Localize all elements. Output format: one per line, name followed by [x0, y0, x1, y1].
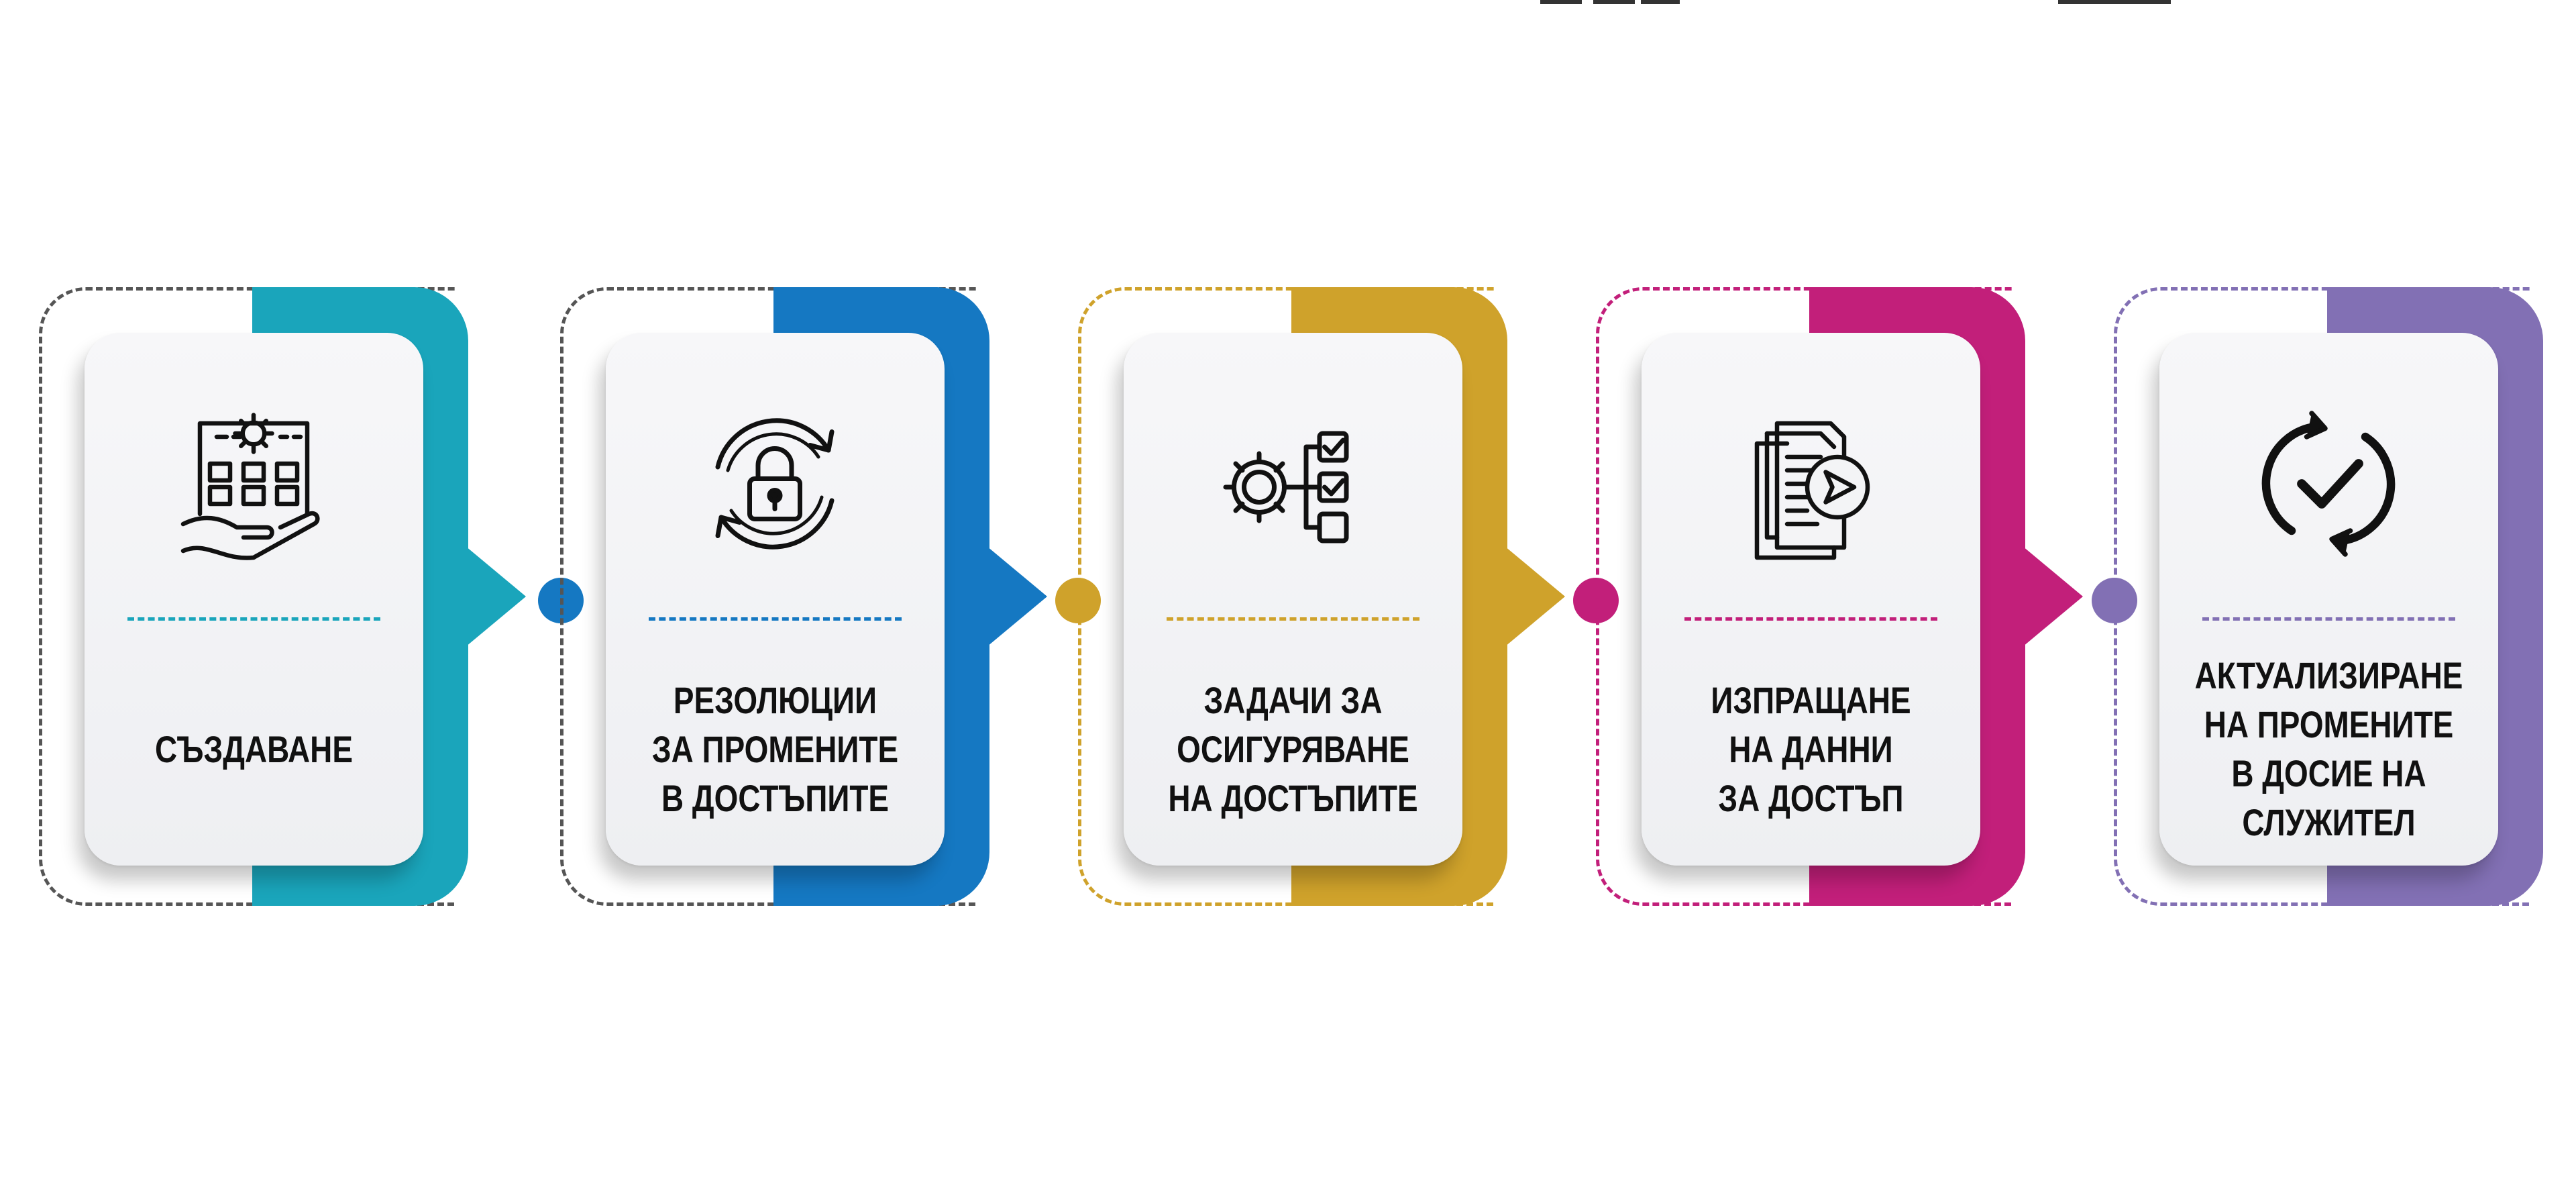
arrow-tip [2023, 546, 2083, 647]
step-label: РЕЗОЛЮЦИИ ЗА ПРОМЕНИТЕ В ДОСТЪПИТЕ [651, 678, 899, 819]
building-gear-hand-icon [170, 400, 337, 568]
dotted-frame [1078, 287, 1494, 906]
process-step-3: ЗАДАЧИ ЗА ОСИГУРЯВАНЕ НА ДОСТЪПИТЕ [1078, 287, 1588, 906]
divider-line [1684, 617, 1937, 621]
dotted-frame [39, 287, 455, 906]
top-edge-mark [1540, 0, 1582, 4]
process-step-4: ИЗПРАЩАНЕ НА ДАННИ ЗА ДОСТЪП [1596, 287, 2106, 906]
dotted-frame [560, 287, 976, 906]
step-label: ЗАДАЧИ ЗА ОСИГУРЯВАНЕ НА ДОСТЪПИТЕ [1168, 678, 1418, 819]
process-step-2: РЕЗОЛЮЦИИ ЗА ПРОМЕНИТЕ В ДОСТЪПИТЕ [560, 287, 1070, 906]
step-label: СЪЗДАВАНЕ [155, 727, 353, 770]
dotted-frame [2114, 287, 2530, 906]
top-edge-mark [1593, 0, 1635, 4]
lock-refresh-icon [691, 400, 859, 568]
step-label: ИЗПРАЩАНЕ НА ДАННИ ЗА ДОСТЪП [1711, 678, 1911, 819]
divider-line [1167, 617, 1419, 621]
arrow-tip [1505, 546, 1565, 647]
process-step-5: АКТУАЛИЗИРАНЕ НА ПРОМЕНИТЕ В ДОСИЕ НА СЛ… [2114, 287, 2576, 906]
gear-checklist-icon [1209, 400, 1377, 568]
divider-line [649, 617, 902, 621]
arrow-tip [987, 546, 1047, 647]
step-card: ЗАДАЧИ ЗА ОСИГУРЯВАНЕ НА ДОСТЪПИТЕ [1124, 333, 1462, 866]
arrow-tip [466, 546, 526, 647]
document-send-icon [1727, 400, 1894, 568]
process-step-1: СЪЗДАВАНЕ [39, 287, 549, 906]
dotted-frame [1596, 287, 2012, 906]
step-card: СЪЗДАВАНЕ [85, 333, 423, 866]
divider-line [2202, 617, 2455, 621]
step-card: АКТУАЛИЗИРАНЕ НА ПРОМЕНИТЕ В ДОСИЕ НА СЛ… [2159, 333, 2498, 866]
step-card: РЕЗОЛЮЦИИ ЗА ПРОМЕНИТЕ В ДОСТЪПИТЕ [606, 333, 945, 866]
step-card: ИЗПРАЩАНЕ НА ДАННИ ЗА ДОСТЪП [1642, 333, 1980, 866]
sync-check-icon [2245, 400, 2412, 568]
top-edge-mark [1641, 0, 1680, 4]
step-label: АКТУАЛИЗИРАНЕ НА ПРОМЕНИТЕ В ДОСИЕ НА СЛ… [2194, 654, 2463, 843]
top-edge-mark [2058, 0, 2171, 4]
divider-line [127, 617, 380, 621]
